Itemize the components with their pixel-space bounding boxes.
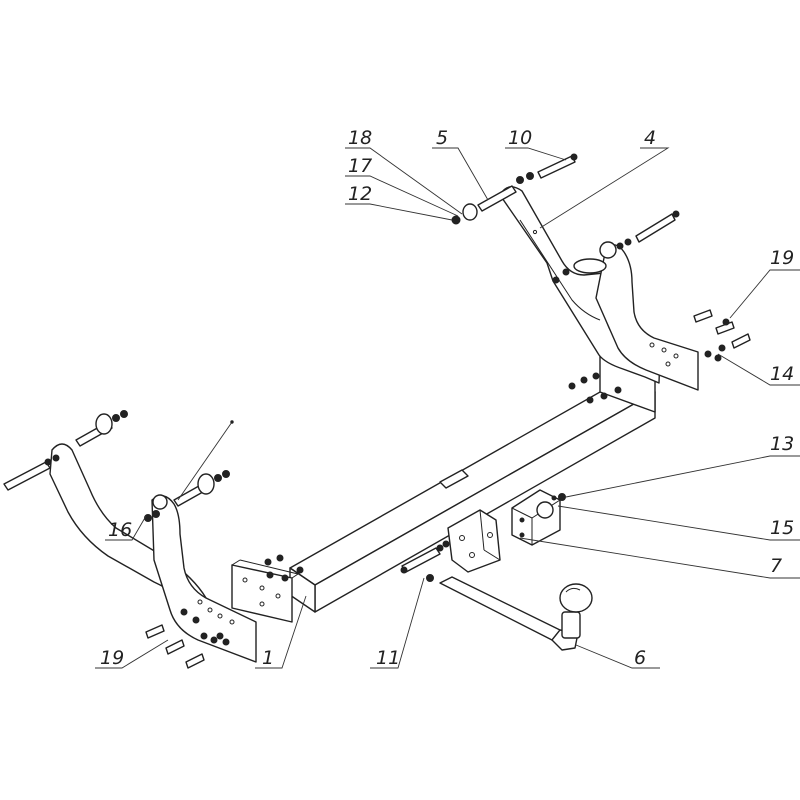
callout-13: 13 (770, 433, 794, 455)
right-lower-bolts-19 (693, 309, 751, 362)
callout-10: 10 (508, 127, 532, 149)
leader-lines (95, 147, 800, 669)
socket-plate (511, 489, 566, 546)
callout-7: 7 (770, 555, 782, 577)
left-side-bracket (49, 443, 257, 663)
callout-4: 4 (644, 127, 656, 149)
callout-1: 1 (262, 647, 274, 669)
left-upper-bolts (3, 410, 230, 522)
callout-19-left: 19 (100, 647, 124, 669)
right-upper-bolt (451, 172, 534, 225)
callout-14: 14 (770, 363, 794, 385)
callout-6: 6 (634, 647, 646, 669)
callout-5: 5 (436, 127, 448, 149)
right-top-bolt-10 (537, 153, 578, 179)
callout-16: 16 (108, 519, 132, 541)
center-bracket (439, 469, 501, 573)
callout-labels: 18 5 10 4 17 12 19 14 13 15 7 16 19 1 11… (100, 127, 794, 669)
callout-18: 18 (348, 127, 372, 149)
ball-mount-arm (439, 576, 593, 651)
callout-11: 11 (376, 647, 400, 669)
main-cross-beam (231, 347, 663, 623)
center-bolt-11 (400, 540, 450, 582)
left-lower-bolts-19 (145, 608, 230, 669)
callout-19-right: 19 (770, 247, 794, 269)
callout-15: 15 (770, 517, 794, 539)
callout-17: 17 (348, 155, 372, 177)
right-side-bracket (499, 186, 699, 391)
right-mid-bolt (552, 210, 680, 284)
callout-12: 12 (348, 183, 372, 205)
